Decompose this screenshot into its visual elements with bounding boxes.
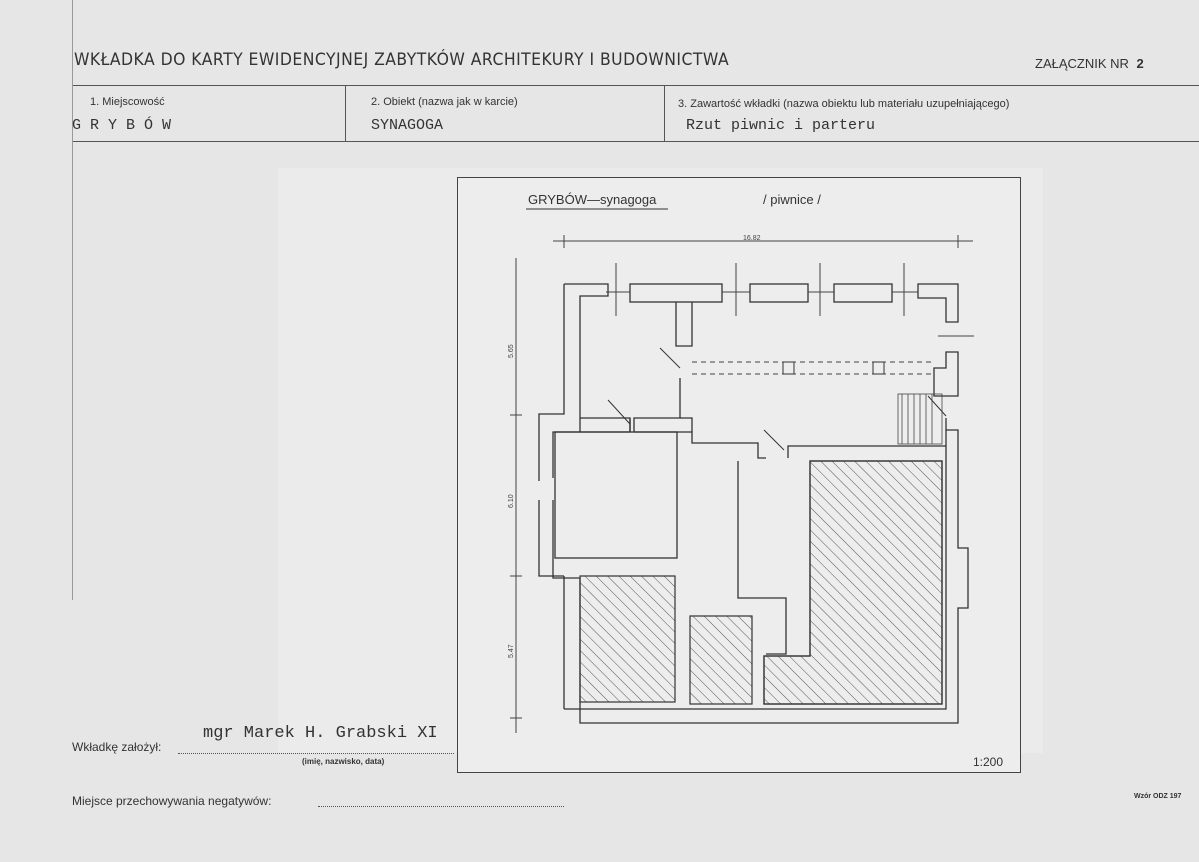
dimension-label-side-2: 6.10	[508, 494, 515, 508]
annex-label-text: ZAŁĄCZNIK NR	[1035, 56, 1129, 71]
annex-label: ZAŁĄCZNIK NR 2	[1035, 56, 1144, 71]
pillar-2	[872, 361, 885, 375]
hatched-fill-middle	[689, 615, 753, 705]
plan-title: GRYBÓW—synagoga	[528, 192, 657, 207]
floor-plan-drawing: GRYBÓW—synagoga / piwnice / 16.82 5.65 6…	[457, 177, 1021, 773]
window-markers	[606, 263, 974, 337]
wall-outlines	[538, 283, 969, 724]
content-value: Rzut piwnic i parteru	[686, 117, 876, 134]
negatives-dotted-line	[318, 805, 564, 807]
pillar-1	[782, 361, 795, 375]
plan-subtitle: / piwnice /	[763, 192, 821, 207]
door-swing	[927, 395, 947, 417]
left-margin-rule	[72, 0, 73, 600]
header-top-rule	[72, 85, 1199, 86]
header-bottom-rule	[72, 141, 1199, 142]
dimension-label-side-3: 5.47	[508, 644, 515, 658]
author-dotted-line	[178, 752, 454, 754]
scale-label: 1:200	[973, 755, 1003, 769]
field-divider-2	[664, 86, 665, 142]
author-value: mgr Marek H. Grabski XI	[203, 724, 438, 743]
negatives-label: Miejsce przechowywania negatywów:	[72, 794, 272, 808]
object-value: SYNAGOGA	[371, 117, 444, 134]
document-title: WKŁADKA DO KARTY EWIDENCYJNEJ ZABYTKÓW A…	[74, 50, 730, 70]
locality-value: G R Y B Ó W	[72, 117, 172, 134]
hatched-fill-right	[763, 460, 943, 705]
print-code: Wzór ODZ 197	[1134, 793, 1182, 800]
dimension-label-top: 16.82	[743, 235, 761, 242]
door-swing	[763, 429, 785, 451]
door-swing	[659, 347, 681, 369]
content-label: 3. Zawartość wkładki (nazwa obiektu lub …	[678, 98, 1010, 110]
hatched-fill-left	[579, 575, 676, 703]
author-hint: (imię, nazwisko, data)	[302, 757, 385, 766]
author-label: Wkładkę założył:	[72, 740, 162, 754]
locality-label: 1. Miejscowość	[90, 96, 165, 108]
floor-plan-svg: GRYBÓW—synagoga / piwnice / 16.82 5.65 6…	[508, 192, 1003, 769]
dimension-label-side-1: 5.65	[508, 344, 515, 358]
door-swing	[607, 399, 631, 425]
staircase	[897, 393, 943, 445]
annex-number: 2	[1136, 56, 1144, 71]
object-label: 2. Obiekt (nazwa jak w karcie)	[371, 96, 518, 108]
field-divider-1	[345, 86, 346, 142]
